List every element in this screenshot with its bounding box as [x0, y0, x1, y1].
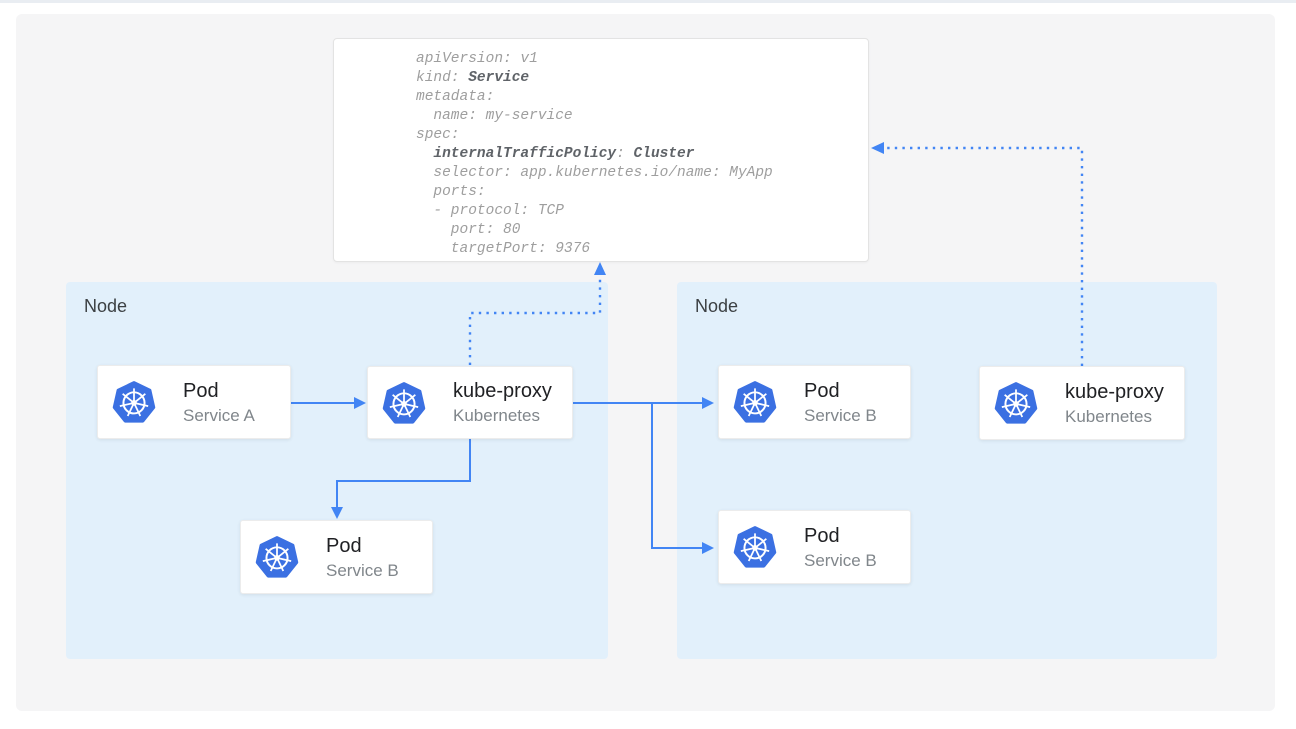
card-pod-service-b-right-bottom: Pod Service B [718, 510, 911, 584]
yaml-line: port: 80 [416, 222, 521, 238]
kubernetes-icon [382, 381, 426, 424]
card-title: kube-proxy [453, 380, 552, 402]
card-subtitle: Service B [804, 550, 877, 570]
card-subtitle: Service B [804, 405, 877, 425]
card-title: Pod [183, 379, 219, 402]
card-title: Pod [326, 534, 362, 557]
yaml-line: metadata: [416, 89, 495, 105]
kubernetes-icon [733, 381, 777, 423]
top-divider [0, 0, 1296, 3]
card-title: Pod [804, 379, 840, 402]
card-kube-proxy-left: kube-proxy Kubernetes [367, 366, 573, 439]
card-pod-service-b-left: Pod Service B [240, 520, 433, 594]
service-yaml-panel: apiVersion: v1 kind: Service metadata: nam… [333, 38, 869, 262]
yaml-code: apiVersion: v1 kind: Service metadata: nam… [416, 50, 860, 259]
yaml-line: name: my-service [416, 108, 573, 124]
kubernetes-icon [994, 382, 1038, 424]
kubernetes-icon [733, 526, 777, 568]
kubernetes-icon [112, 381, 156, 423]
card-subtitle: Kubernetes [1065, 406, 1152, 426]
node-label: Node [695, 296, 739, 316]
yaml-line: ports: [416, 184, 486, 200]
card-subtitle: Service B [326, 560, 399, 580]
card-title: kube-proxy [1065, 380, 1164, 403]
node-left: Node [66, 282, 608, 659]
card-subtitle: Service A [183, 405, 255, 425]
yaml-line: targetPort: 9376 [416, 241, 591, 257]
card-title: Pod [804, 524, 840, 547]
yaml-line: internalTrafficPolicy: Cluster [433, 146, 695, 162]
yaml-line: spec: [416, 127, 460, 143]
kubernetes-icon [255, 536, 299, 578]
yaml-line: - protocol: TCP [416, 203, 564, 219]
card-pod-service-a: Pod Service A [97, 365, 291, 439]
yaml-line: apiVersion: v1 [416, 51, 538, 67]
yaml-line: kind: Service [416, 70, 530, 86]
card-subtitle: Kubernetes [453, 406, 540, 425]
card-kube-proxy-right: kube-proxy Kubernetes [979, 366, 1185, 440]
node-right: Node [677, 282, 1217, 659]
card-pod-service-b-right-top: Pod Service B [718, 365, 911, 439]
node-label: Node [84, 296, 128, 316]
yaml-line: selector: app.kubernetes.io/name: MyApp [416, 165, 773, 181]
